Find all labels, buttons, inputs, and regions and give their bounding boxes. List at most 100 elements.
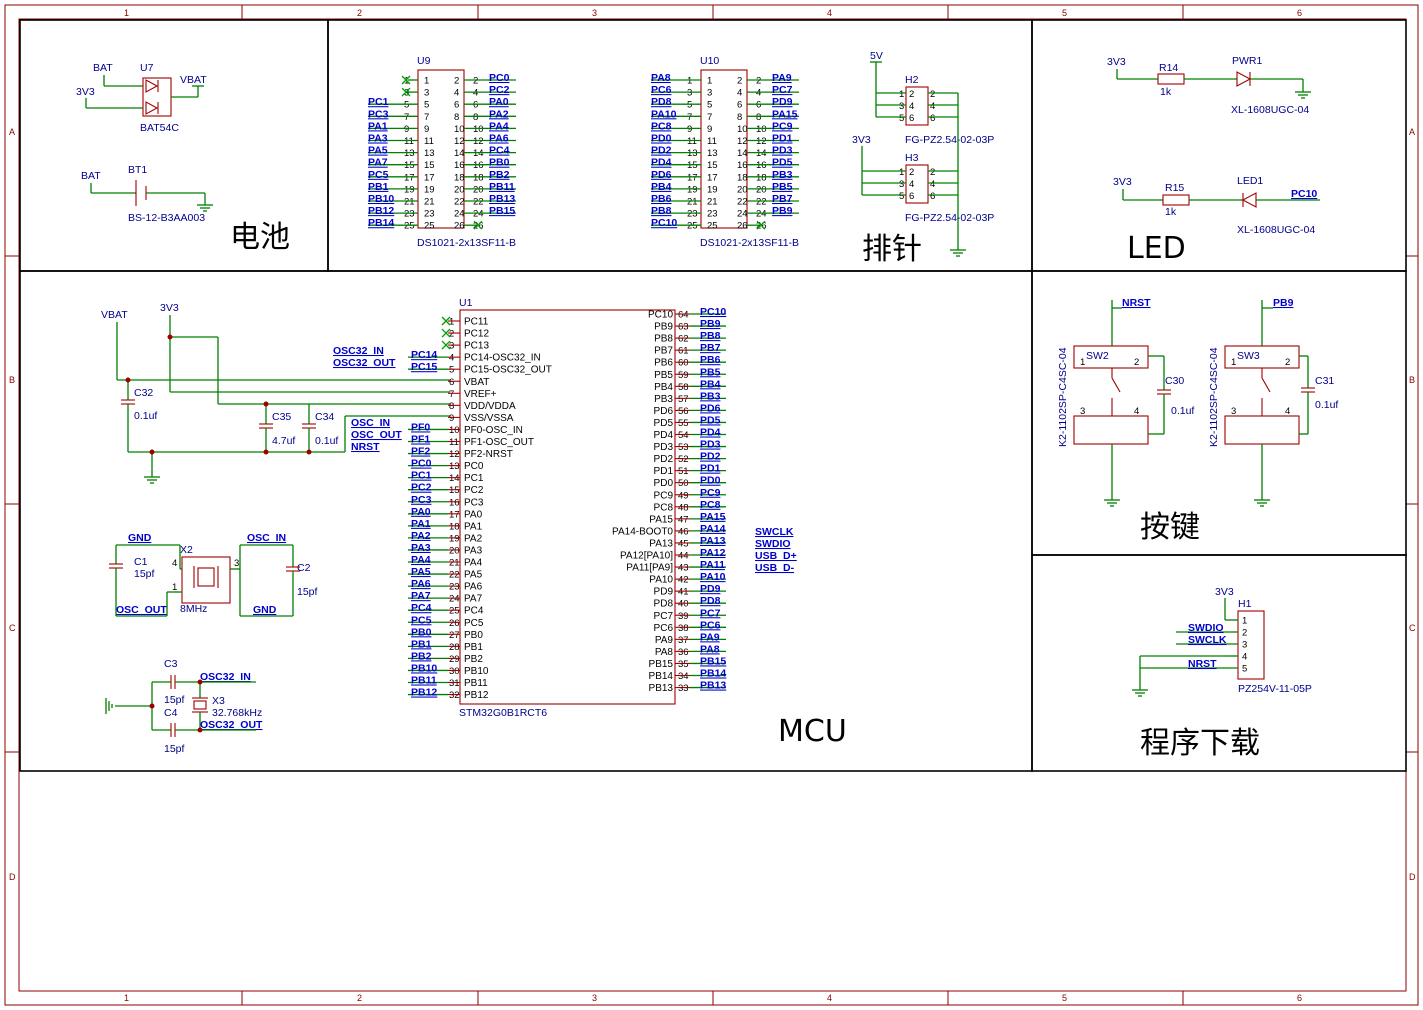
mcu-net-right: PA11 (700, 559, 725, 571)
crystal-8mhz-circuit: GND OSC_IN OSC_OUT GND X2 8MHz 4 1 3 C1 … (109, 532, 318, 617)
mcu-pin-name: PC4 (464, 606, 484, 617)
u10-pin-num: 18 (737, 172, 748, 183)
battery-circuit: BAT U7 VBAT 3V3 BAT54C BAT BT1 BS-12-B3A… (76, 62, 213, 224)
port-osc-out: OSC_OUT (351, 429, 402, 441)
svg-text:4: 4 (1134, 406, 1139, 417)
led-circuit: 3V3 R14 1k PWR1 XL-1608UGC-04 3V3 R15 1k… (1107, 55, 1320, 236)
mcu-net-right: PB13 (700, 680, 726, 692)
mcu-net-left: PB12 (411, 687, 437, 699)
mcu-net-left: PA3 (411, 542, 431, 554)
u10-pin-num: 12 (737, 136, 748, 147)
mcu-pin-name: PD4 (654, 430, 674, 441)
mcu-pin-num: 13 (449, 461, 460, 472)
mcu-pin-num: 14 (449, 473, 460, 484)
no-connect-icon (473, 220, 483, 230)
download-connector-h1: 3V3 H1 PZ254V-11-05P (1132, 586, 1312, 697)
crystal-32k-circuit: C3 15pf C4 15pf X3 32.768kHz OSC32_IN OS… (105, 658, 263, 755)
u10-net-right: PB7 (772, 193, 793, 205)
led-icon (1241, 192, 1257, 208)
ruler-row-a: A (9, 127, 15, 137)
mcu-pin-num: 64 (678, 310, 689, 321)
ruler-col-3-bottom: 3 (592, 993, 597, 1003)
sw2-ref: SW2 (1086, 350, 1109, 362)
c35-ref: C35 (272, 411, 291, 423)
u9-pin-num: 21 (424, 197, 435, 208)
u10-pin-num: 18 (756, 172, 767, 183)
mcu-net-left: PB10 (411, 662, 437, 674)
mcu-net-right: PA13 (700, 535, 726, 547)
mcu-net-left: PC15 (411, 361, 437, 373)
sw3-net-pb9: PB9 (1273, 297, 1294, 309)
svg-text:4: 4 (909, 179, 914, 190)
mcu-pin-name: PD5 (654, 418, 674, 429)
mcu-pin-num: 62 (678, 334, 689, 345)
mcu-pin-num: 2 (449, 329, 454, 340)
mcu-net-left: PC5 (411, 614, 432, 626)
mcu-pin-name: PC11 (464, 317, 489, 328)
u9-pin-num: 4 (473, 88, 478, 99)
u9-pin-num: 24 (473, 209, 484, 220)
mcu-net-right: PA8 (700, 643, 720, 655)
mcu-pin-name: PA12[PA10] (620, 551, 673, 562)
mcu-pin-name: PF0-OSC_IN (464, 425, 523, 436)
u10-pin-num: 16 (756, 160, 767, 171)
c3-value: 15pf (164, 694, 185, 706)
u10-pin-num: 19 (707, 184, 718, 195)
c32-value: 0.1uf (134, 410, 157, 422)
u10-net-left: PD8 (651, 96, 672, 108)
u10-pin-num: 13 (707, 148, 718, 159)
mcu-net-left: PA7 (411, 590, 431, 602)
c32-ref: C32 (134, 387, 153, 399)
mcu-pin-num: 41 (678, 587, 689, 598)
u10-pin-num: 1 (707, 76, 712, 87)
mcu-pin-num: 51 (678, 466, 689, 477)
ruler-col-4: 4 (827, 8, 832, 18)
mcu-pin-name: PC6 (654, 623, 674, 634)
mcu-pin-num: 60 (678, 358, 689, 369)
u9-net-right: PC0 (489, 72, 510, 84)
u10-pin-num: 25 (707, 221, 718, 232)
svg-text:3: 3 (899, 101, 904, 112)
u9-pin-num: 9 (404, 124, 409, 135)
mcu-pin-num: 46 (678, 526, 689, 537)
mcu-pin-name: VDD/VDDA (464, 401, 516, 412)
u10-pin-num: 2 (756, 76, 761, 87)
port-nrst: NRST (351, 441, 380, 453)
u9-pin-num: 10 (473, 124, 484, 135)
u9-pin-num: 17 (424, 172, 435, 183)
u9-pin-num: 4 (454, 88, 459, 99)
r14-ref: R14 (1159, 62, 1178, 74)
bt1-value: BS-12-B3AA003 (128, 212, 205, 224)
mcu-pin-name: PC5 (464, 618, 484, 629)
mcu-pin-name: VSS/VSSA (464, 413, 514, 424)
u10-pin-num: 24 (737, 209, 748, 220)
ground-icon (1254, 499, 1270, 507)
mcu-pin-name: PA7 (464, 594, 483, 605)
bt1-net-bat: BAT (81, 170, 101, 182)
no-connect-icon (401, 75, 411, 85)
led1-value: XL-1608UGC-04 (1237, 224, 1315, 236)
u10-pin-num: 2 (737, 76, 742, 87)
mcu-net-right: PC8 (700, 499, 721, 511)
u10-pin-num: 19 (687, 184, 698, 195)
mcu-net-right: PD0 (700, 475, 721, 487)
svg-text:4: 4 (1285, 406, 1290, 417)
x3-net-osc32-in: OSC32_IN (200, 671, 251, 683)
mcu-pin-name: PB5 (654, 370, 673, 381)
mcu-net-left: PA1 (411, 518, 431, 530)
mcu-net-right: PB8 (700, 330, 721, 342)
mcu-pin-num: 24 (449, 594, 460, 605)
mcu-net-right: PB6 (700, 354, 721, 366)
c4-value: 15pf (164, 743, 185, 755)
dynamic-pin-layer: 1122PC03344PC25566PC1PA07788PC3PA2991010… (368, 72, 1247, 701)
mcu-pin-name: PA3 (464, 545, 483, 556)
u10-pin-num: 8 (737, 112, 742, 123)
u9-pin-num: 5 (404, 100, 409, 111)
u9-pin-num: 11 (404, 136, 414, 147)
mcu-net-right: PA12 (700, 547, 726, 559)
c35-value: 4.7uf (272, 435, 295, 447)
u9-net-left: PC3 (368, 108, 389, 120)
u9-net-left: PB12 (368, 205, 394, 217)
u9-pin-num: 8 (473, 112, 478, 123)
